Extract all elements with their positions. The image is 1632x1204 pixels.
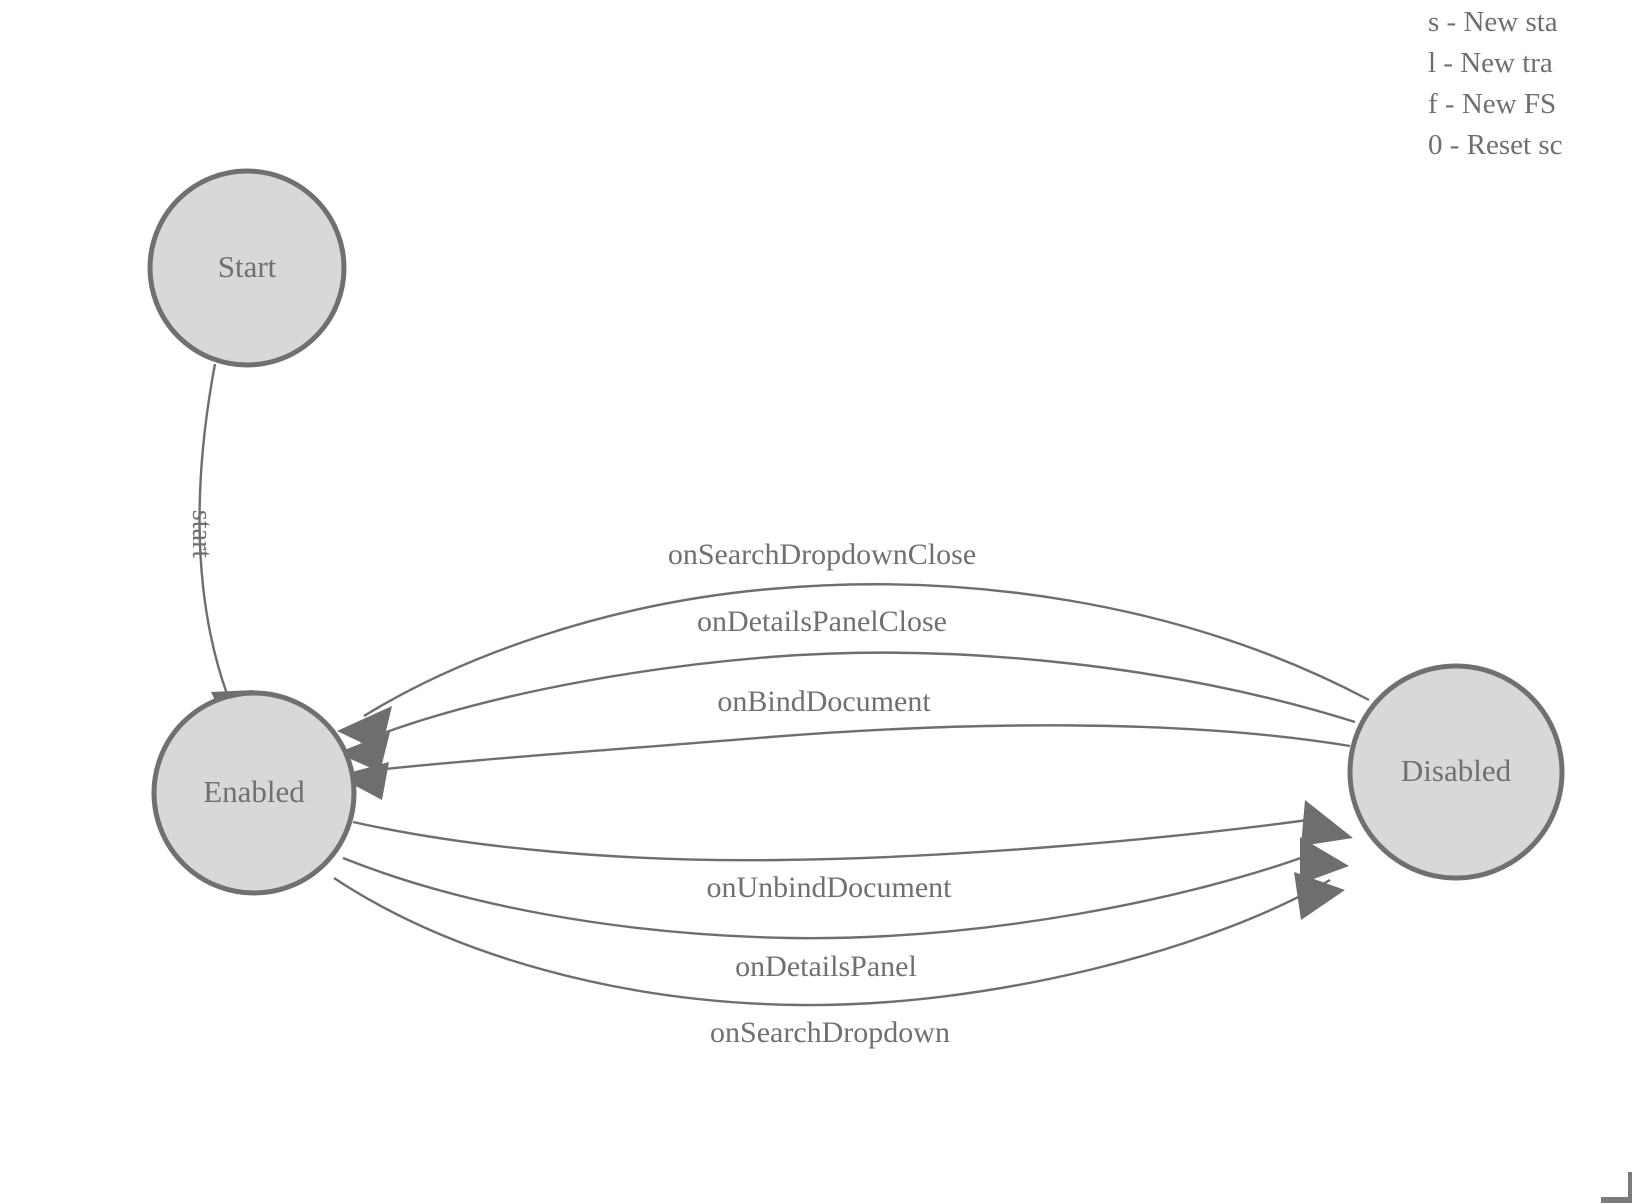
transition-ondetailspanel[interactable]	[342, 837, 1349, 940]
transition-label-onsearchdropdownclose: onSearchDropdownClose	[668, 538, 976, 571]
arrowhead-icon	[1294, 872, 1345, 920]
transition-onsearchdropdown[interactable]	[333, 872, 1345, 1007]
help-line-new-state: s - New sta	[1428, 6, 1558, 38]
state-label-disabled: Disabled	[1401, 753, 1512, 788]
arrowhead-icon	[337, 732, 390, 772]
transition-line	[359, 651, 1356, 744]
state-node-start[interactable]: Start	[147, 168, 347, 368]
state-node-enabled[interactable]: Enabled	[151, 690, 357, 896]
transition-line	[352, 816, 1323, 862]
help-line-new-transition: l - New tra	[1428, 47, 1553, 79]
state-node-disabled[interactable]: Disabled	[1347, 663, 1565, 881]
arrowhead-icon	[337, 762, 389, 800]
state-label-enabled: Enabled	[203, 774, 305, 809]
horizontal-scrollbar-end[interactable]	[1601, 1197, 1632, 1203]
transition-ondetailspanelclose[interactable]	[337, 651, 1356, 772]
transition-onunbinddocument[interactable]	[352, 800, 1353, 862]
transition-label-onsearchdropdown: onSearchDropdown	[710, 1016, 950, 1049]
transition-line	[357, 724, 1351, 774]
transition-label-ondetailspanel: onDetailsPanel	[735, 950, 917, 983]
arrowhead-icon	[1301, 800, 1353, 846]
state-circle	[151, 690, 357, 896]
help-line-reset-scale: 0 - Reset sc	[1428, 129, 1563, 161]
transition-line	[363, 583, 1370, 718]
vertical-scrollbar-end[interactable]	[1628, 1172, 1632, 1200]
transition-label-onbinddocument: onBindDocument	[717, 685, 931, 718]
state-label-start: Start	[218, 249, 277, 284]
transition-label-ondetailspanelclose: onDetailsPanelClose	[697, 605, 947, 638]
transition-onbinddocument[interactable]	[337, 724, 1351, 800]
transition-line	[333, 876, 1331, 1007]
arrowhead-icon	[1300, 837, 1349, 884]
state-circle	[147, 168, 347, 368]
transition-label-start: start	[186, 510, 217, 558]
transition-line	[198, 363, 229, 695]
transition-line	[342, 849, 1321, 940]
help-line-new-fsm: f - New FS	[1428, 88, 1557, 120]
transition-label-onunbinddocument: onUnbindDocument	[707, 871, 953, 904]
keyboard-help-overlay: s - New sta l - New tra f - New FS 0 - R…	[1428, 0, 1632, 166]
state-circle	[1347, 663, 1565, 881]
